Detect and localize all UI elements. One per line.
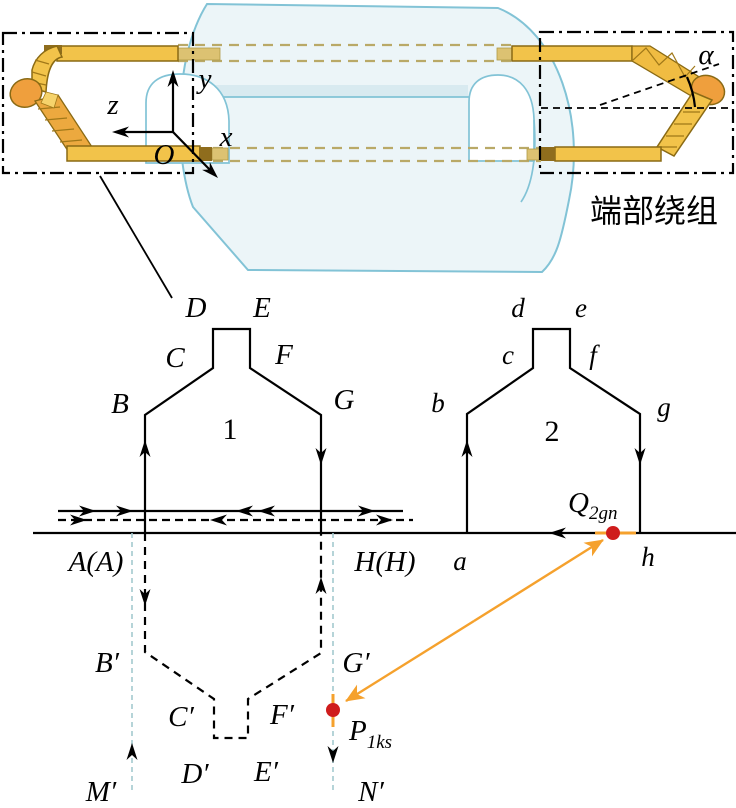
left-end-winding xyxy=(9,45,229,162)
left-arch-cutout xyxy=(145,73,230,164)
coil2 xyxy=(461,327,646,533)
alpha-angle: α xyxy=(541,39,729,109)
flux-arrowhead-right xyxy=(358,505,375,517)
connector-line xyxy=(99,175,173,299)
z-axis-label: z xyxy=(106,89,118,121)
label-C-prime: C′ xyxy=(168,701,194,733)
flux-arrowhead-right xyxy=(376,514,393,526)
pq-link-arrow xyxy=(473,538,604,623)
alpha-slope-dashed xyxy=(599,63,720,106)
label-q2gn: Q2gn xyxy=(568,487,617,524)
alpha-arc xyxy=(685,76,697,108)
coil2-number: 2 xyxy=(545,415,560,448)
winding-end-cap xyxy=(541,147,555,161)
label-E: E xyxy=(252,292,271,324)
label-N-prime: N′ xyxy=(357,776,384,808)
alpha-label: α xyxy=(698,39,714,71)
winding-top-bar xyxy=(511,45,633,62)
flux-arrowhead-left xyxy=(236,505,253,517)
coil1-number: 1 xyxy=(223,413,238,446)
label-f: f xyxy=(589,340,600,370)
flux-arrow-band xyxy=(58,505,413,526)
winding-nose xyxy=(9,78,43,108)
label-A: A(A) xyxy=(67,546,124,578)
flux-arrowhead-left xyxy=(258,505,275,517)
label-B: B xyxy=(111,388,129,420)
winding-arm-laminations xyxy=(37,106,83,143)
label-a: a xyxy=(453,546,467,576)
coil1-current-down-arrow xyxy=(315,448,327,465)
winding-diagram-2d: D E C F B G 1 A(A) H(H) d e c f b g 2 a … xyxy=(33,292,736,808)
winding-arm-laminations xyxy=(659,111,700,148)
label-G-prime: G′ xyxy=(342,647,370,679)
guide-m-up-arrow xyxy=(126,743,138,760)
label-d: d xyxy=(511,293,525,323)
winding-bottom-bar xyxy=(554,146,662,162)
cylinder-top-face xyxy=(147,85,468,97)
label-b: b xyxy=(431,388,445,418)
label-G: G xyxy=(334,384,355,416)
x-axis-label: x xyxy=(219,121,233,153)
flux-arrowhead-right xyxy=(70,514,87,526)
pq-link-arrow xyxy=(345,619,475,703)
mirror-current-down-arrow xyxy=(139,589,151,606)
label-e: e xyxy=(575,293,587,323)
winding-end-cap xyxy=(199,147,212,161)
winding-bar-in-slot xyxy=(496,47,514,61)
winding-bend-facet xyxy=(40,91,59,109)
flux-arrowhead-right xyxy=(79,505,96,517)
end-winding-caption: 端部绕组 xyxy=(590,192,718,230)
label-M-prime: M′ xyxy=(85,776,117,808)
label-c: c xyxy=(502,340,514,370)
label-F-prime: F′ xyxy=(269,699,295,731)
coil2-outline xyxy=(465,327,642,533)
winding-bottom-bar xyxy=(66,145,201,162)
y-axis-label: y xyxy=(196,63,212,95)
detail-box-right xyxy=(538,30,735,175)
label-g: g xyxy=(657,392,671,422)
y-axis-arrowhead xyxy=(167,70,179,87)
x-axis-arrowhead xyxy=(202,162,218,178)
guide-n-down-arrow xyxy=(327,746,339,763)
origin-label: O xyxy=(154,139,175,171)
detail-box-left xyxy=(1,31,195,175)
coil2-current-up-arrow xyxy=(461,440,473,457)
label-H: H(H) xyxy=(353,546,415,578)
baseline-left-arrow xyxy=(549,527,566,539)
x-axis xyxy=(172,131,213,173)
winding-arm-truss-lines xyxy=(631,47,696,79)
coil1-current-up-arrow xyxy=(139,440,151,457)
winding-top-bar xyxy=(56,45,179,62)
z-axis-arrowhead xyxy=(112,126,129,138)
right-ring-inner-edge xyxy=(520,119,536,203)
coil1-mirror-outline xyxy=(143,533,323,740)
right-arch-cutout xyxy=(468,74,535,162)
label-F: F xyxy=(274,339,293,371)
coil1-outline xyxy=(143,327,323,533)
coil2-current-down-arrow xyxy=(634,448,646,465)
flux-arrowhead-right xyxy=(116,505,133,517)
label-E-prime: E′ xyxy=(253,756,279,788)
label-C: C xyxy=(165,342,185,374)
core-3d: α y z x O 端部绕组 xyxy=(1,2,735,299)
label-D: D xyxy=(185,292,207,324)
coil1-mirror xyxy=(139,533,327,740)
label-D-prime: D′ xyxy=(180,758,209,790)
flux-arrowhead-left xyxy=(210,514,227,526)
winding-bar-in-slot xyxy=(175,47,221,61)
point-q2gn-dot xyxy=(606,526,620,540)
label-p1ks: P1ks xyxy=(348,715,392,753)
mirror-current-up-arrow xyxy=(315,577,327,594)
label-h: h xyxy=(641,542,655,572)
coordinate-axes: y z x O xyxy=(106,63,233,178)
point-p1ks-dot xyxy=(326,703,340,717)
coil1 xyxy=(139,327,327,533)
label-B-prime: B′ xyxy=(95,647,120,679)
